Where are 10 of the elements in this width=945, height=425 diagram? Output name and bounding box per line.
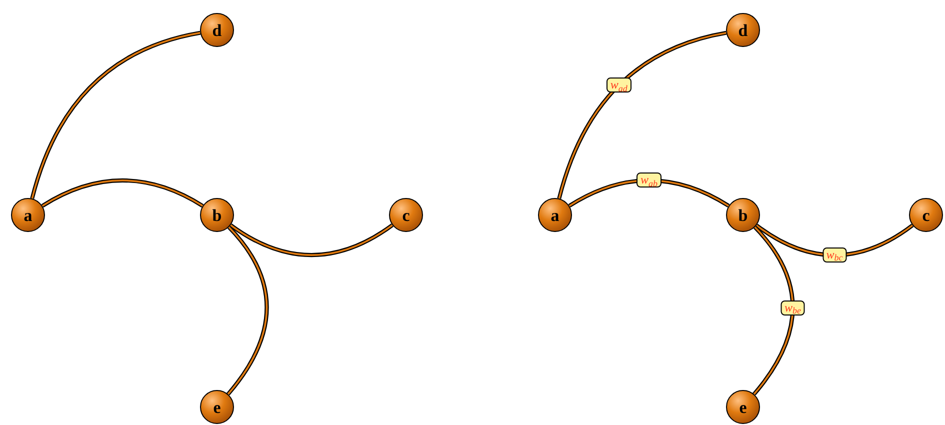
double-line-connector xyxy=(230,223,394,257)
edge-label: w$_{bc}$ xyxy=(822,248,847,263)
double-line-connector xyxy=(557,30,727,200)
double-line-connector xyxy=(226,226,269,396)
double-line-connector xyxy=(41,178,204,208)
edge-label: w$_{ad}$ xyxy=(606,78,632,93)
edge-label: w$_{be}$ xyxy=(780,300,805,316)
double-line-connector xyxy=(752,226,795,396)
edge-label: w$_{ab}$ xyxy=(636,172,662,188)
double-line-connector xyxy=(30,30,201,200)
